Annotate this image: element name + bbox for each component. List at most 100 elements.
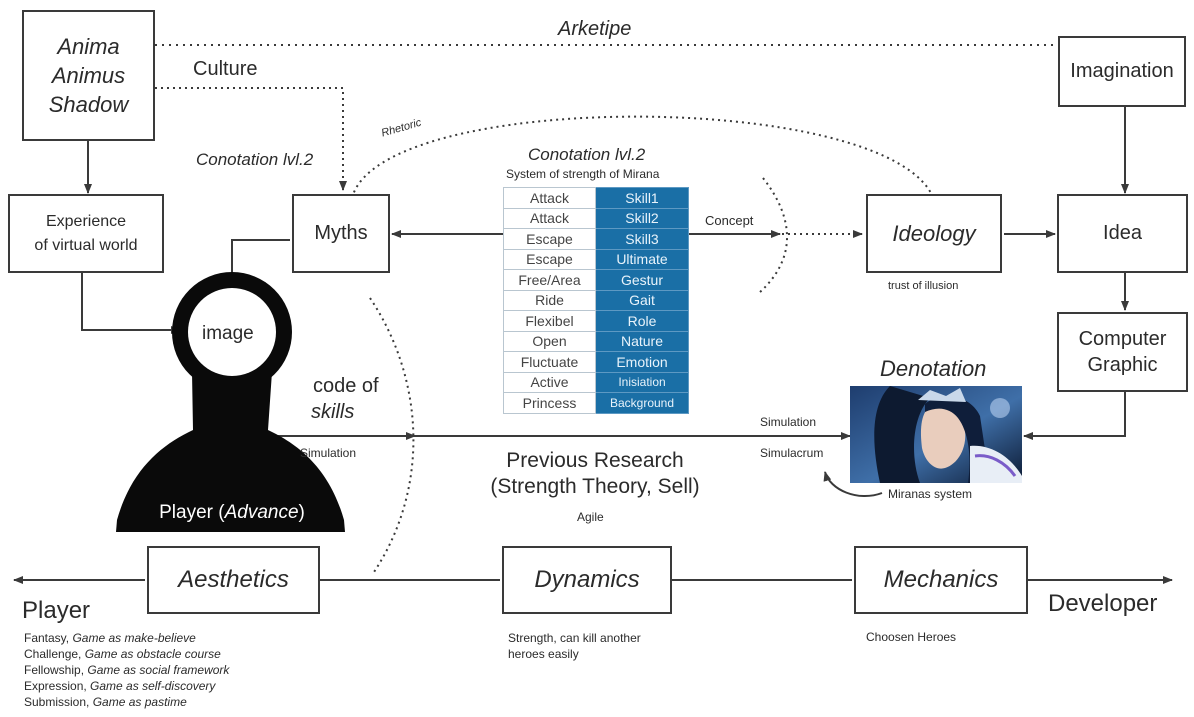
- aesthetics-term: Fantasy: [24, 631, 66, 645]
- skill-attribute-cell: Princess: [503, 392, 596, 414]
- trust-label: trust of illusion: [888, 280, 959, 292]
- culture-label: Culture: [193, 58, 258, 80]
- player-advance-label: Player (Advance): [120, 502, 344, 524]
- skill-attribute-cell: Attack: [503, 187, 596, 209]
- mirana-image: [850, 386, 1022, 483]
- simulation-left-label: Simulation: [300, 446, 357, 460]
- mechanics-box: Mechanics: [854, 546, 1028, 614]
- previous-research-line1: Previous Research: [506, 449, 684, 472]
- experience-line2: of virtual world: [34, 236, 138, 254]
- skill-attribute-cell: Active: [503, 371, 596, 393]
- aesthetics-desc: Game as make-believe: [72, 631, 196, 645]
- dynamics-box: Dynamics: [502, 546, 672, 614]
- skill-name-cell: Skill3: [595, 228, 689, 250]
- skill-attribute-cell: Ride: [503, 289, 596, 311]
- mechanics-description: Choosen Heroes: [866, 630, 957, 644]
- aesthetics-desc: Game as self-discovery: [90, 679, 216, 693]
- aesthetics-term: Expression: [24, 679, 84, 693]
- code-of-label: code of: [313, 375, 379, 397]
- image-label: image: [202, 323, 254, 344]
- skills-label: skills: [311, 401, 355, 423]
- dynamics-description: Strength, can kill another heroes easily: [508, 630, 641, 662]
- miranas-system-label: Miranas system: [888, 487, 973, 501]
- conotation-left-label: Conotation lvl.2: [196, 150, 314, 169]
- imagination-text: Imagination: [1070, 60, 1174, 82]
- player-suffix: ): [298, 502, 305, 523]
- myths-box: Myths: [292, 194, 390, 273]
- skill-attribute-cell: Flexibel: [503, 310, 596, 332]
- archetypes-box: Anima Animus Shadow: [22, 10, 155, 141]
- animus-text: Animus: [51, 63, 126, 88]
- player-label: Player: [22, 597, 91, 624]
- skill-attribute-cell: Escape: [503, 248, 596, 270]
- experience-line1: Experience: [45, 212, 127, 230]
- skill-name-cell: Ultimate: [595, 248, 689, 270]
- aesthetics-list-item: Challenge, Game as obstacle course: [24, 647, 221, 661]
- dynamics-desc-line2: heroes easily: [508, 647, 579, 661]
- skill-name-cell: Skill2: [595, 207, 689, 229]
- skill-name-cell: Inisiation: [595, 371, 689, 393]
- experience-box: Experience of virtual world: [8, 194, 164, 273]
- aesthetics-list-item: Fellowship, Game as social framework: [24, 663, 230, 677]
- system-title: System of strength of Mirana: [506, 167, 660, 181]
- skill-name-cell: Skill1: [595, 187, 689, 209]
- aesthetics-box: Aesthetics: [147, 546, 320, 614]
- previous-research-line2: (Strength Theory, Sell): [490, 475, 700, 498]
- anima-text: Anima: [57, 34, 120, 59]
- computer-text: Computer: [1078, 328, 1167, 350]
- concept-label: Concept: [705, 213, 754, 228]
- graphic-text: Graphic: [1087, 354, 1158, 376]
- aesthetics-list-item: Submission, Game as pastime: [24, 695, 187, 709]
- conotation-center-label: Conotation lvl.2: [528, 145, 646, 164]
- agile-label: Agile: [577, 510, 604, 524]
- skill-name-cell: Emotion: [595, 351, 689, 373]
- simulacrum-label: Simulacrum: [760, 446, 824, 460]
- skill-attribute-cell: Fluctuate: [503, 351, 596, 373]
- simulation-right-label: Simulation: [760, 415, 817, 429]
- imagination-box: Imagination: [1058, 36, 1186, 107]
- skill-name-cell: Gait: [595, 289, 689, 311]
- aesthetics-term: Challenge: [24, 647, 79, 661]
- image-circle: [188, 288, 276, 376]
- aesthetics-term: Submission: [24, 695, 87, 709]
- developer-label: Developer: [1048, 590, 1158, 617]
- aesthetics-text: Aesthetics: [178, 566, 289, 593]
- player-prefix: Player (: [159, 502, 225, 523]
- mechanics-text: Mechanics: [883, 566, 999, 593]
- skill-attribute-cell: Open: [503, 330, 596, 352]
- skill-name-cell: Background: [595, 392, 689, 414]
- aesthetics-desc: Game as social framework: [87, 663, 230, 677]
- aesthetics-list-item: Fantasy, Game as make-believe: [24, 631, 196, 645]
- skill-name-cell: Gestur: [595, 269, 689, 291]
- myths-text: Myths: [314, 222, 368, 244]
- shadow-text: Shadow: [48, 92, 129, 117]
- ideology-text: Ideology: [892, 220, 976, 246]
- aesthetics-desc: Game as pastime: [92, 695, 187, 709]
- aesthetics-list-item: Expression, Game as self-discovery: [24, 679, 216, 693]
- player-advance: Advance: [224, 502, 299, 523]
- culture-arrow: [155, 87, 347, 191]
- skill-attribute-cell: Free/Area: [503, 269, 596, 291]
- idea-box: Idea: [1057, 194, 1188, 273]
- denotation-label: Denotation: [880, 356, 987, 381]
- aesthetics-desc: Game as obstacle course: [84, 647, 221, 661]
- previous-research-label: Previous Research (Strength Theory, Sell…: [452, 448, 738, 500]
- ideology-box: Ideology: [866, 194, 1002, 273]
- skill-name-cell: Role: [595, 310, 689, 332]
- arketipe-label: Arketipe: [552, 18, 638, 41]
- idea-text: Idea: [1103, 222, 1142, 244]
- skill-attribute-cell: Attack: [503, 207, 596, 229]
- skill-name-cell: Nature: [595, 330, 689, 352]
